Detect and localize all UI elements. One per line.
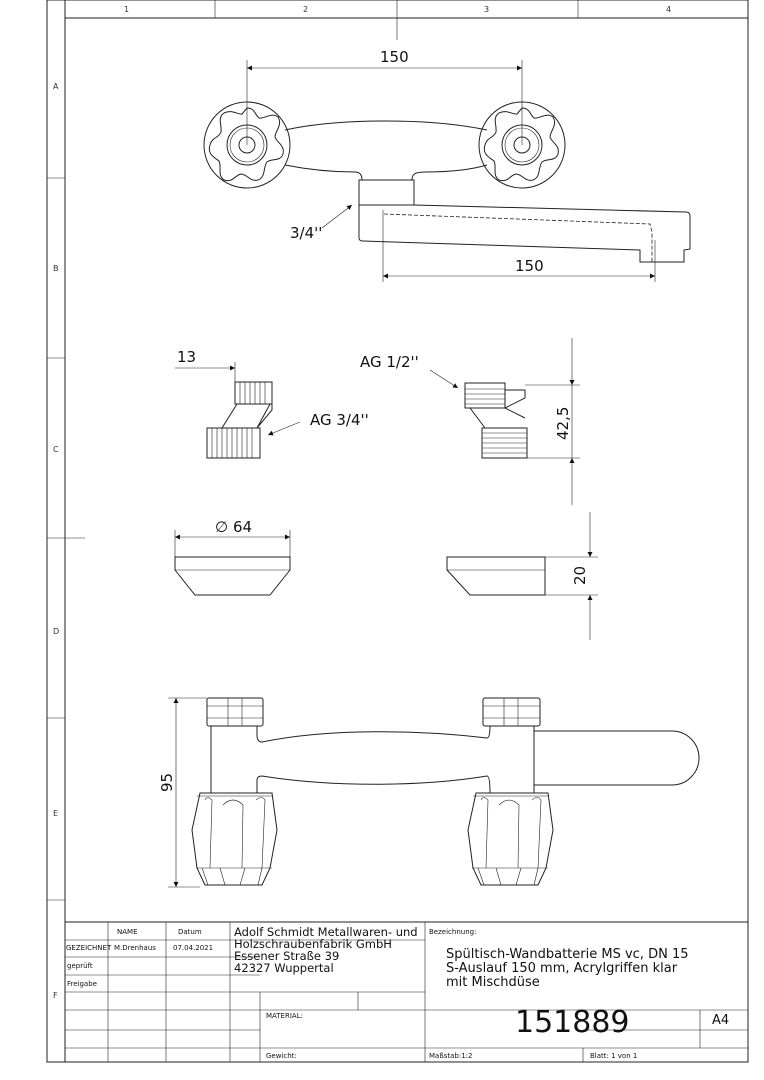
label-thread-small: AG 1/2'' <box>360 353 419 371</box>
designation-line: mit Mischdüse <box>446 975 540 990</box>
column-label: 4 <box>666 5 671 14</box>
front-view-faucet: 95 <box>158 697 700 888</box>
row-label: B <box>53 264 59 273</box>
row-label: E <box>53 809 58 818</box>
company-line: 42327 Wuppertal <box>234 961 334 975</box>
row-label: A <box>53 82 59 91</box>
dim-rosette-diameter: 64 <box>233 518 252 536</box>
company-line: Holzschraubenfabrik GmbH <box>234 937 392 951</box>
column-label: 2 <box>303 5 308 14</box>
row-label-checked: geprüft <box>67 962 93 970</box>
dim-rosette-diameter-symbol: ∅ <box>215 518 228 536</box>
designation-label: Bezeichnung: <box>429 928 476 936</box>
dim-total-height: 95 <box>158 773 176 792</box>
drawn-by: M.Drenhaus <box>114 944 156 952</box>
paper-format: A4 <box>712 1013 729 1028</box>
column-label: 1 <box>124 5 129 14</box>
company-line: Adolf Schmidt Metallwaren- und <box>234 925 418 939</box>
rosettes-view: ∅ 64 20 <box>174 512 598 640</box>
drawing-number: 151889 <box>515 1005 630 1040</box>
drawn-date: 07.04.2021 <box>173 944 213 952</box>
column-label: 3 <box>484 5 489 14</box>
drawing-frame: 1 2 3 4 A B C D E F <box>46 0 749 1063</box>
sheet-label: Blatt: 1 von 1 <box>590 1052 637 1060</box>
company-line: Essener Straße 39 <box>234 949 339 963</box>
date-header: Datum <box>178 928 202 936</box>
dim-rosette-height: 20 <box>571 566 589 585</box>
row-label-release: Freigabe <box>67 980 97 988</box>
name-header: NAME <box>117 928 138 936</box>
fittings-view: 13 AG 3/4'' AG 1/2'' 42,5 <box>175 338 580 505</box>
row-label: D <box>53 627 59 636</box>
top-view-faucet: 150 150 3/4'' <box>203 48 691 282</box>
label-thread-large: AG 3/4'' <box>310 411 369 429</box>
dim-top-spacing: 150 <box>380 48 409 66</box>
dim-fitting-height: 42,5 <box>554 407 572 440</box>
row-label: F <box>53 991 58 1000</box>
dim-spout-length: 150 <box>515 257 544 275</box>
designation-line: S-Auslauf 150 mm, Acrylgriffen klar <box>446 961 678 976</box>
designation-line: Spültisch-Wandbatterie MS vc, DN 15 <box>446 947 688 962</box>
scale-label: Maßstab:1:2 <box>429 1052 473 1060</box>
dim-thread-main: 3/4'' <box>290 224 322 242</box>
material-label: MATERIAL: <box>266 1012 303 1020</box>
dim-fitting-width: 13 <box>177 348 196 366</box>
row-label: C <box>53 445 59 454</box>
row-label-drawn: GEZEICHNET <box>66 944 112 952</box>
title-block: NAME Datum GEZEICHNET M.Drenhaus 07.04.2… <box>64 921 749 1063</box>
weight-label: Gewicht: <box>266 1052 297 1060</box>
